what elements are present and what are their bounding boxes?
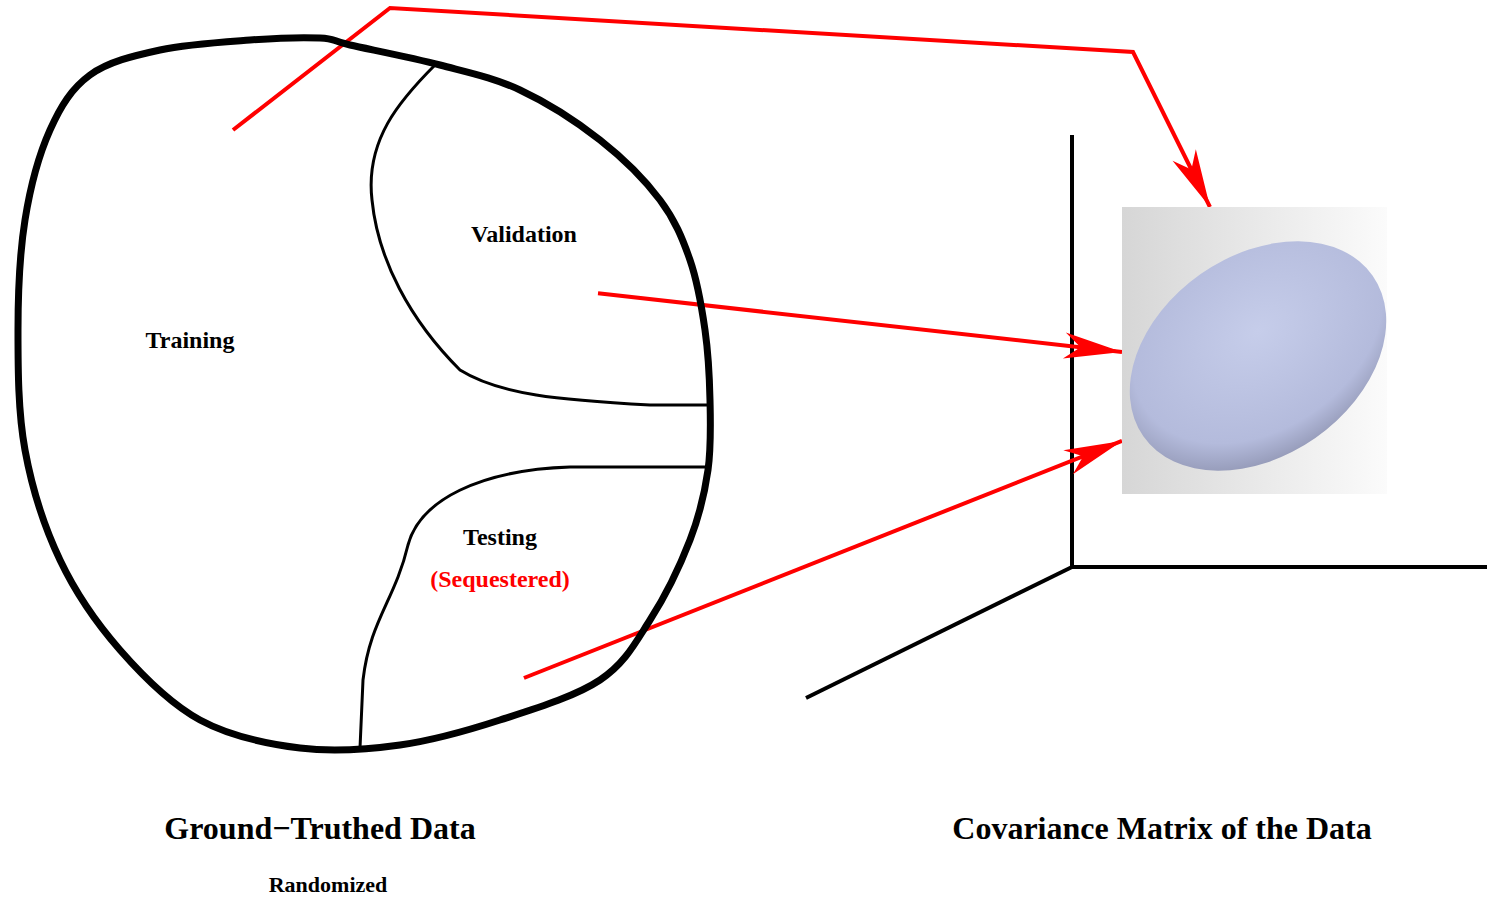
arrow-line xyxy=(598,293,1122,352)
blob-border xyxy=(18,38,710,750)
region-heading: Ground−Truthed Data xyxy=(70,810,570,847)
plot-heading: Covariance Matrix of the Data xyxy=(912,810,1412,847)
arrow-line xyxy=(233,8,1210,207)
training-region: Training xyxy=(90,130,290,360)
blob-outline xyxy=(10,30,720,760)
red-arrow xyxy=(233,8,1210,207)
region-label: Validation xyxy=(471,221,577,249)
arrowhead xyxy=(1063,441,1122,474)
data-region: Ground−Truthed DataRandomizedTrainingVal… xyxy=(10,30,720,760)
region-label: Training xyxy=(146,327,235,355)
axis-line xyxy=(1070,565,1487,569)
ellipsoid-figure xyxy=(1122,207,1387,494)
testing-region: Testing (Sequestered) xyxy=(405,518,595,678)
arrowhead xyxy=(1173,149,1210,207)
arrow-line xyxy=(524,441,1122,678)
axis-line xyxy=(806,567,1072,698)
split-line xyxy=(360,467,708,748)
axis-line xyxy=(1070,135,1074,567)
arrowhead xyxy=(1063,333,1122,359)
region-note: (Sequestered) xyxy=(430,566,570,594)
split-line xyxy=(371,65,708,405)
region-note: Randomized xyxy=(178,872,478,897)
region-label: Testing xyxy=(463,524,537,552)
covariance-ellipse xyxy=(1086,194,1430,518)
covariance-plot: Covariance Matrix of the Data xyxy=(1122,207,1387,494)
validation-region: Validation xyxy=(450,215,598,305)
red-arrow xyxy=(524,441,1122,678)
red-arrow xyxy=(598,293,1122,358)
